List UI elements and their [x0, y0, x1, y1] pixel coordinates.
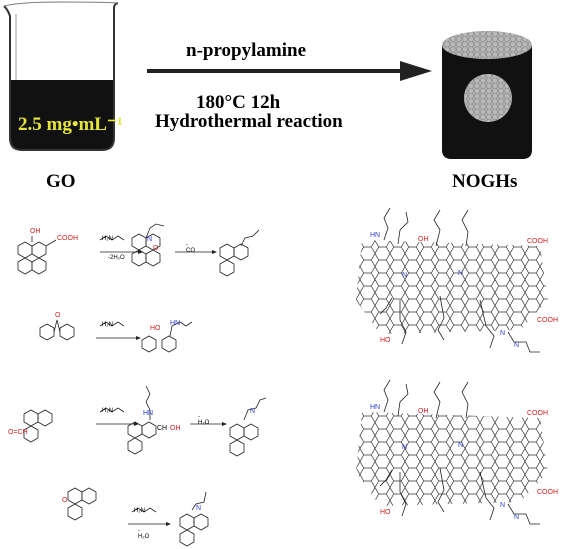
- s1-hn: HN: [370, 232, 381, 239]
- s1-ho: HO: [380, 337, 391, 344]
- r1-byproduct-water: -2H₂O: [108, 255, 125, 261]
- r3-byproduct: -H₂O: [198, 414, 210, 426]
- s2-n-3: N: [500, 502, 506, 509]
- concentration-label: 2.5 mg•mL⁻¹: [18, 114, 123, 135]
- s1-n-2: N: [458, 270, 464, 277]
- s2-cooh-1: COOH: [527, 410, 548, 417]
- r4-n: N: [196, 505, 202, 512]
- r4-byproduct: -H₂O: [138, 528, 150, 540]
- r4-o: O: [62, 497, 68, 504]
- s1-cooh-1: COOH: [527, 238, 548, 245]
- r2-o: O: [55, 312, 61, 319]
- r4-reagent: H₂N: [134, 508, 145, 514]
- s1-oh: OH: [418, 236, 429, 243]
- r3-ch: CH: [157, 425, 168, 432]
- r1-byproduct-co: -CO: [186, 242, 195, 254]
- r3-oh: OH: [170, 425, 181, 432]
- condition-temp-time: 180°C 12h: [196, 92, 281, 113]
- beaker-icon: [3, 1, 119, 151]
- r3-n: N: [250, 408, 256, 415]
- s1-n-1: N: [402, 272, 408, 279]
- s2-oh: OH: [418, 408, 429, 415]
- go-label: GO: [46, 171, 76, 192]
- s1-n-4: N: [514, 342, 520, 349]
- graphene-sheet-2: [356, 379, 548, 525]
- s2-n-4: N: [514, 514, 520, 521]
- noghs-label: NOGHs: [452, 171, 518, 192]
- r3-hn: HN: [143, 410, 154, 417]
- r3-reagent: H₂N: [102, 408, 113, 414]
- s1-n-3: N: [500, 330, 506, 337]
- r3-aldehyde: O=CH: [8, 429, 28, 436]
- graphene-sheet-1: [356, 207, 548, 353]
- s2-cooh-2: COOH: [537, 489, 558, 496]
- condition-type: Hydrothermal reaction: [155, 111, 343, 132]
- r2-ho: HO: [150, 325, 161, 332]
- r2-reagent: H₂N: [102, 322, 113, 328]
- s2-n-1: N: [402, 444, 408, 451]
- r1-oh: OH: [30, 228, 41, 235]
- s1-cooh-2: COOH: [537, 317, 558, 324]
- r1-cooh: COOH: [57, 235, 78, 242]
- r1-n: N: [147, 236, 153, 243]
- s2-n-2: N: [458, 442, 464, 449]
- reagent-label: n-propylamine: [186, 40, 307, 61]
- s2-hn: HN: [370, 404, 381, 411]
- r2-hn: HN: [170, 320, 181, 327]
- s2-ho: HO: [380, 509, 391, 516]
- r1-reagent: H₂N: [102, 236, 113, 242]
- r1-o: O: [153, 245, 159, 252]
